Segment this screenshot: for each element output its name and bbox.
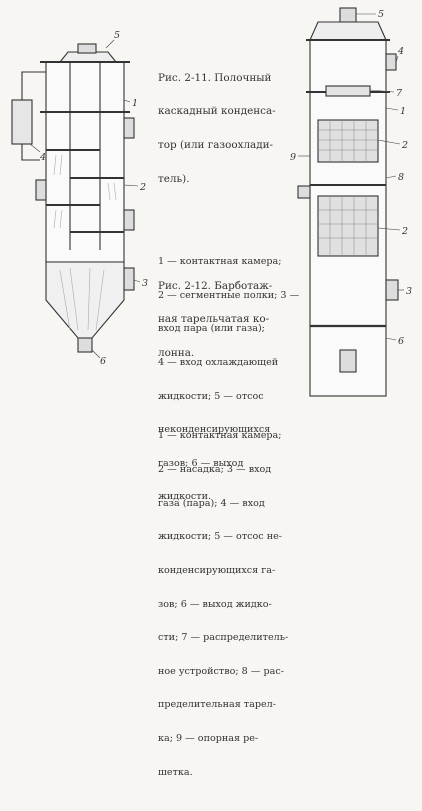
fig212-label-3: 3 (406, 286, 412, 297)
fig212-title: Рис. 2-12. Барботаж- ная тарельчатая ко-… (158, 279, 273, 360)
fig212-label-1: 1 (400, 106, 406, 117)
fig212-label-4: 4 (397, 46, 404, 57)
fig211-label-2: 2 (139, 182, 146, 193)
fig211-label-6: 6 (100, 356, 106, 367)
fig212-label-6: 6 (398, 336, 404, 347)
fig212-label-5: 5 (378, 9, 384, 20)
fig212-label-7: 7 (396, 88, 403, 99)
fig212-label-2b: 2 (401, 226, 408, 237)
fig212-label-9: 9 (290, 152, 296, 163)
fig211-title: Рис. 2-11. Полочный каскадный конденса- … (158, 71, 276, 185)
fig211-label-1: 1 (132, 98, 138, 109)
fig211-label-4: 4 (39, 152, 46, 163)
fig-2-11-drawing: 5 1 4 2 3 6 (11, 30, 148, 367)
fig-2-12-caption: Рис. 2-12. Барботаж- ная тарельчатая ко-… (158, 236, 288, 811)
fig212-legend: 1 — контактная камера; 2 — насадка; 3 — … (158, 430, 289, 778)
fig211-label-5: 5 (114, 30, 120, 41)
fig212-label-2a: 2 (401, 140, 408, 151)
fig212-label-8: 8 (398, 172, 404, 183)
fig211-label-3: 3 (142, 278, 148, 289)
fig-2-12-drawing: 5 4 7 1 2 9 8 2 3 6 (290, 7, 412, 397)
